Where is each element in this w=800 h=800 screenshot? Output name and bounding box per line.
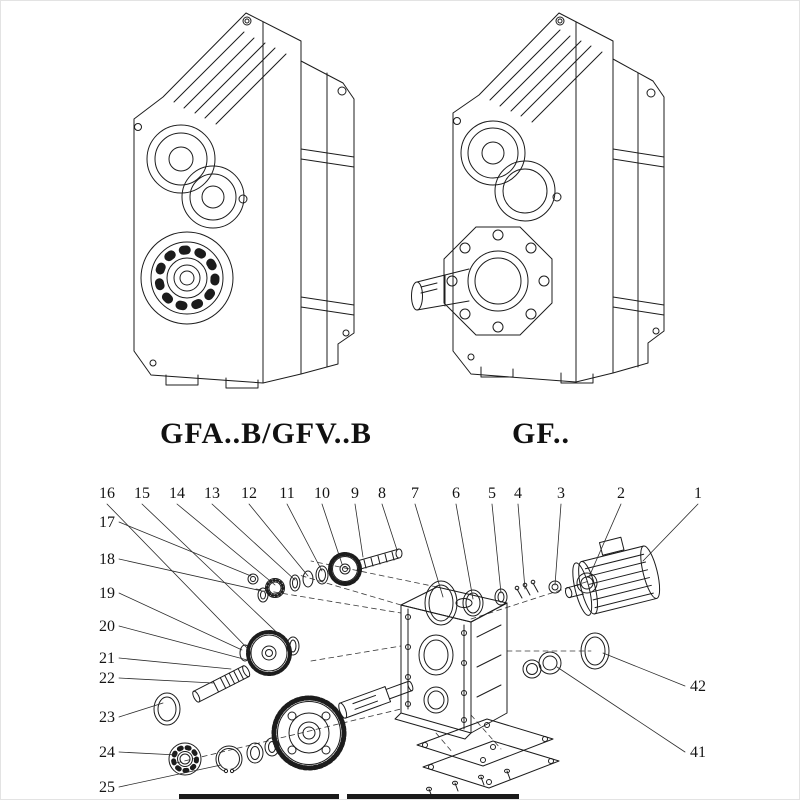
housing-drawing bbox=[394, 586, 508, 740]
part-label-21: 21 bbox=[99, 650, 115, 667]
part-label-2: 2 bbox=[617, 485, 625, 502]
part-label-11: 11 bbox=[279, 485, 294, 502]
part-label-5: 5 bbox=[488, 485, 496, 502]
part-label-42: 42 bbox=[690, 678, 706, 695]
part-label-17: 17 bbox=[99, 514, 115, 531]
part-label-7: 7 bbox=[411, 485, 419, 502]
part-label-25: 25 bbox=[99, 779, 115, 796]
part-number-labels: 16 15 14 13 12 11 10 9 8 7 6 5 4 3 2 1 1… bbox=[99, 485, 706, 796]
exploded-view: 16 15 14 13 12 11 10 9 8 7 6 5 4 3 2 1 1… bbox=[99, 485, 706, 799]
output-rings-drawing bbox=[522, 632, 610, 679]
input-shaft-cluster-drawing bbox=[247, 548, 403, 603]
gearbox-gfab-drawing bbox=[133, 12, 355, 389]
model-name-gf: GF.. bbox=[512, 417, 570, 450]
output-stage-drawing bbox=[153, 680, 414, 776]
part-label-24: 24 bbox=[99, 744, 115, 761]
part-label-18: 18 bbox=[99, 551, 115, 568]
part-label-14: 14 bbox=[169, 485, 185, 502]
cover-gasket-drawing bbox=[416, 718, 560, 798]
part-label-10: 10 bbox=[314, 485, 330, 502]
part-label-22: 22 bbox=[99, 670, 115, 687]
part-label-6: 6 bbox=[452, 485, 460, 502]
part-label-41: 41 bbox=[690, 744, 706, 761]
part-label-3: 3 bbox=[557, 485, 565, 502]
cutoff-bottom-strip bbox=[179, 794, 519, 799]
motor-drawing bbox=[564, 536, 661, 616]
assembly-axis-lines bbox=[175, 560, 592, 764]
part-label-19: 19 bbox=[99, 585, 115, 602]
part-label-1: 1 bbox=[694, 485, 702, 502]
part-label-16: 16 bbox=[99, 485, 115, 502]
leader-lines bbox=[106, 503, 699, 788]
part-label-15: 15 bbox=[134, 485, 150, 502]
part-label-12: 12 bbox=[241, 485, 257, 502]
intermediate-gear-cluster-drawing bbox=[192, 630, 300, 703]
model-name-gfab: GFA..B/GFV..B bbox=[160, 417, 372, 450]
part-label-23: 23 bbox=[99, 709, 115, 726]
part-label-13: 13 bbox=[204, 485, 220, 502]
part-label-8: 8 bbox=[378, 485, 386, 502]
part-label-20: 20 bbox=[99, 618, 115, 635]
part-label-4: 4 bbox=[514, 485, 522, 502]
gearbox-gf-drawing bbox=[411, 12, 665, 384]
part-label-9: 9 bbox=[351, 485, 359, 502]
